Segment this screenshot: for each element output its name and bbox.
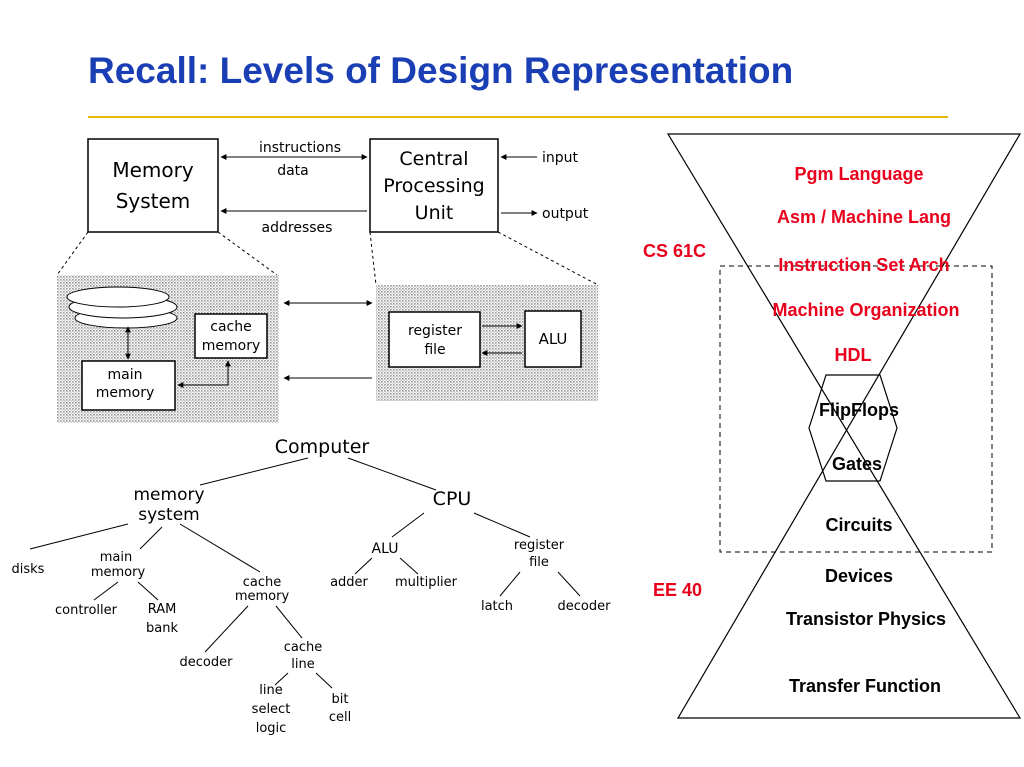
- tree-node-bit-cell-2: cell: [329, 710, 351, 725]
- ee40-label: EE 40: [653, 580, 702, 600]
- level-instruction-set-arch: Instruction Set Arch: [778, 255, 949, 275]
- memory-system-label-2: System: [116, 189, 191, 213]
- tree-node-decoder-cache: decoder: [180, 655, 234, 670]
- tree-edge: [473, 512, 531, 538]
- instructions-label: instructions: [259, 140, 341, 156]
- tree-node-cache-memory-1: cache: [243, 575, 282, 590]
- block-diagram: Memory System Central Processing Unit in…: [56, 138, 599, 423]
- cpu-box: [369, 138, 499, 233]
- tree-node-main-memory-2: memory: [91, 565, 146, 580]
- tree-edge: [499, 571, 521, 597]
- tree-node-register-file-1: register: [514, 538, 565, 553]
- alu-label: ALU: [539, 330, 568, 348]
- tree-edge: [139, 526, 163, 550]
- tree-edge: [274, 672, 289, 686]
- level-machine-organization: Machine Organization: [772, 300, 959, 320]
- main-memory-label-1: main: [108, 367, 143, 383]
- level-asm-machine-lang: Asm / Machine Lang: [777, 207, 951, 227]
- tree-node-multiplier: multiplier: [395, 575, 458, 590]
- cpu-label-1: Central: [399, 148, 468, 170]
- hourglass: Pgm Language Asm / Machine Lang Instruct…: [643, 133, 1022, 719]
- tree-node-line-select-logic-3: logic: [256, 721, 287, 736]
- tree-edge: [391, 512, 425, 538]
- output-label: output: [542, 206, 589, 222]
- hierarchy-tree: [29, 457, 581, 689]
- cs61c-scope-box: [719, 265, 993, 553]
- level-transistor-physics: Transistor Physics: [786, 609, 946, 629]
- tree-edge: [354, 557, 373, 575]
- tree-edge: [275, 605, 303, 639]
- tree-node-memory-system-1: memory: [133, 485, 204, 505]
- hourglass-outline: [666, 133, 1022, 719]
- tree-edge: [204, 605, 249, 653]
- zoom-line: [369, 231, 377, 286]
- tree-node-cache-memory-2: memory: [235, 589, 290, 604]
- tree-node-memory-system-2: system: [138, 505, 199, 525]
- tree-node-bit-cell-1: bit: [332, 692, 349, 707]
- tree-node-latch: latch: [481, 599, 513, 614]
- alu-box: [524, 310, 582, 368]
- tree-node-cache-line-2: line: [291, 657, 314, 672]
- zoom-line: [217, 231, 278, 276]
- tree-node-cache-line-1: cache: [284, 640, 323, 655]
- level-circuits: Circuits: [825, 515, 892, 535]
- tree-node-alu: ALU: [372, 541, 399, 557]
- tree-node-register-file-2: file: [529, 555, 549, 570]
- main-cache-arrow: [177, 360, 231, 388]
- data-label: data: [277, 163, 309, 179]
- level-gates: Gates: [832, 454, 882, 474]
- hierarchy-tree-labels: Computer memory system CPU disks main me…: [12, 436, 612, 736]
- tree-edge: [179, 523, 261, 573]
- register-file-box: [388, 311, 481, 368]
- zoom-line: [56, 231, 89, 276]
- tree-edge: [93, 581, 119, 601]
- cpu-label-2: Processing: [383, 175, 484, 197]
- main-memory-box: [81, 360, 176, 411]
- disk-icon: [66, 286, 170, 308]
- register-file-label-1: register: [408, 323, 462, 339]
- tree-node-cpu: CPU: [433, 488, 472, 510]
- cs61c-label: CS 61C: [643, 241, 706, 261]
- tree-node-ram-bank-1: RAM: [148, 602, 177, 617]
- tree-node-adder: adder: [330, 575, 368, 590]
- tree-node-ram-bank-2: bank: [146, 621, 178, 636]
- tree-edge: [137, 581, 159, 601]
- level-pgm-language: Pgm Language: [794, 164, 923, 184]
- tree-node-main-memory-1: main: [100, 550, 132, 565]
- tree-edge: [557, 571, 581, 597]
- level-transfer-function: Transfer Function: [789, 676, 941, 696]
- tree-edge: [315, 672, 333, 689]
- memory-system-box: [87, 138, 219, 233]
- tree-node-line-select-logic-2: select: [252, 702, 291, 717]
- register-file-label-2: file: [424, 342, 445, 358]
- cache-memory-label-1: cache: [210, 319, 251, 335]
- tree-edge: [199, 457, 309, 486]
- tree-node-decoder-register: decoder: [558, 599, 612, 614]
- zoom-line: [497, 231, 599, 286]
- addresses-label: addresses: [262, 220, 333, 236]
- tree-node-computer: Computer: [275, 436, 370, 458]
- main-memory-label-2: memory: [96, 385, 155, 401]
- page-title: Recall: Levels of Design Representation: [88, 50, 794, 91]
- hourglass-waist-hexagon: [808, 374, 898, 482]
- tree-edge: [399, 557, 419, 575]
- tree-node-line-select-logic-1: line: [259, 683, 282, 698]
- tree-node-controller: controller: [55, 603, 118, 618]
- cache-memory-box: [194, 313, 268, 359]
- tree-edge: [347, 457, 437, 491]
- title-underline: [88, 116, 948, 118]
- cache-memory-label-2: memory: [202, 338, 261, 354]
- level-flipflops: FlipFlops: [819, 400, 899, 420]
- cpu-label-3: Unit: [415, 202, 454, 224]
- tree-node-disks: disks: [12, 562, 45, 577]
- input-label: input: [542, 150, 579, 166]
- tree-edge: [29, 523, 129, 550]
- level-hdl: HDL: [835, 345, 872, 365]
- memory-system-label-1: Memory: [112, 158, 194, 182]
- level-devices: Devices: [825, 566, 893, 586]
